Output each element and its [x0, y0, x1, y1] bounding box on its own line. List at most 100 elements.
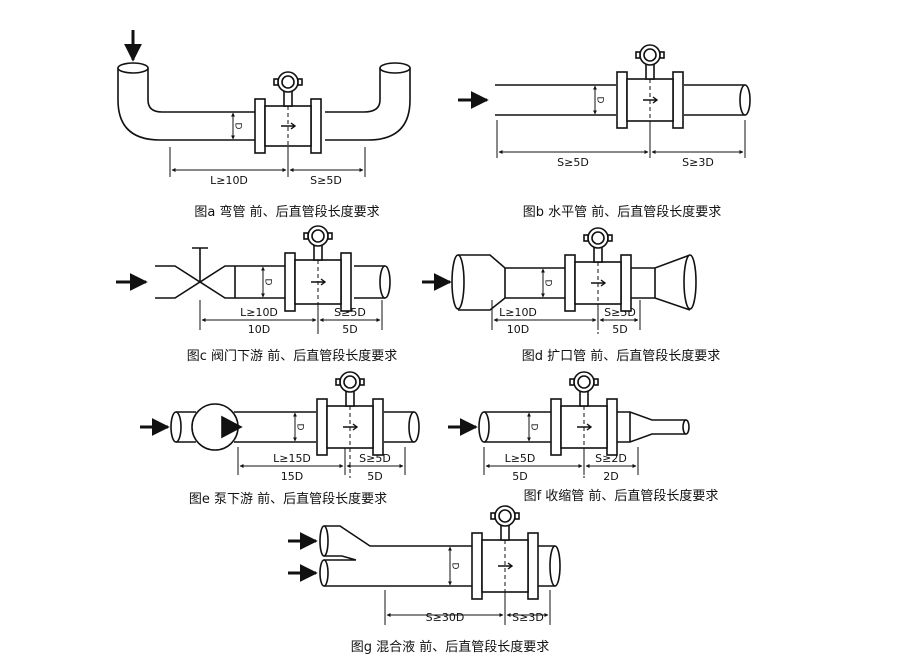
converter-gland [583, 234, 589, 242]
diagram-a [117, 30, 411, 141]
converter-gland [327, 232, 333, 240]
diagram-c [116, 247, 391, 299]
converter-display [591, 231, 605, 245]
upstream-min-label: 5D [512, 470, 527, 483]
converter-display [498, 509, 512, 523]
diagram-caption: 图e 泵下游 前、后直管段长度要求 [189, 491, 387, 507]
flow-direction-mark [281, 122, 297, 130]
elbow-pipe-right [325, 68, 411, 141]
flange [254, 98, 266, 154]
flange [316, 398, 328, 456]
flowmeter-d: D [541, 227, 632, 334]
diagram-e [140, 403, 420, 451]
downstream-min-label: 2D [603, 470, 618, 483]
upstream-length-label: L≥10D [499, 306, 537, 319]
converter-gland [490, 512, 496, 520]
straight-pipe [495, 84, 745, 116]
converter-gland [297, 78, 303, 86]
flow-direction-mark [343, 423, 359, 431]
pipe-open-end [451, 254, 465, 310]
converter-gland [607, 234, 613, 242]
pipe-open-end [739, 84, 751, 116]
flange [550, 398, 562, 456]
converter-gland [303, 232, 309, 240]
flange [620, 254, 632, 312]
downstream-min-label: 5D [342, 323, 357, 336]
downstream-length-label: S≥3D [682, 156, 714, 169]
diagram-f [448, 411, 690, 443]
straight-pipe [538, 545, 555, 587]
diagram-caption: 图b 水平管 前、后直管段长度要求 [523, 204, 722, 220]
flowmeter-f: D [527, 371, 618, 478]
pipe-open-end [683, 254, 697, 310]
upstream-min-label: 10D [248, 323, 270, 336]
flange [340, 252, 352, 312]
pipe-open-end [478, 411, 490, 443]
flange [616, 71, 628, 129]
downstream-length-label: S≥3D [512, 611, 544, 624]
diagram-d [422, 254, 697, 311]
straight-pipe [176, 411, 414, 443]
converter-display [311, 229, 325, 243]
diameter-label: D [529, 424, 539, 431]
flange [606, 398, 618, 456]
flange [672, 71, 684, 129]
pipe-open-end [549, 545, 561, 587]
upstream-length-label: S≥30D [426, 611, 465, 624]
converter-gland [514, 512, 520, 520]
flange [527, 532, 539, 600]
diagram-caption: 图a 弯管 前、后直管段长度要求 [194, 204, 379, 220]
diagram-caption: 图g 混合液 前、后直管段长度要求 [351, 639, 550, 655]
converter-gland [335, 378, 341, 386]
converter-gland [593, 378, 599, 386]
pipe-open-end [408, 411, 420, 443]
diameter-label: D [595, 97, 605, 104]
reducer-pipe [616, 411, 686, 443]
labels: L≥10D S≥5D 图a 弯管 前、后直管段长度要求 S≥5D S≥3D 图b… [187, 156, 721, 655]
flow-direction-mark [498, 562, 514, 570]
elbow-pipe-left [117, 68, 258, 141]
upstream-min-label: 10D [507, 323, 529, 336]
converter-display [343, 375, 357, 389]
pipe-open-end [379, 62, 411, 74]
converter-gland [359, 378, 365, 386]
flange [284, 252, 296, 312]
diagram-caption: 图c 阀门下游 前、后直管段长度要求 [187, 348, 397, 364]
straight-pipe [354, 265, 385, 299]
flange [310, 98, 322, 154]
diameter-label: D [295, 424, 305, 431]
diagram-caption: 图f 收缩管 前、后直管段长度要求 [524, 488, 719, 504]
pump-triangle [221, 415, 243, 439]
flowmeter-c: D [261, 225, 352, 334]
flange [471, 532, 483, 600]
diagram-b [458, 84, 751, 116]
converter-gland [273, 78, 279, 86]
upstream-min-label: 15D [281, 470, 303, 483]
pipe-open-end [319, 559, 329, 587]
diameter-label: D [543, 280, 553, 287]
converter-gland [659, 51, 665, 59]
downstream-min-label: 5D [367, 470, 382, 483]
flowmeter-e: D [293, 371, 384, 478]
converter-gland [569, 378, 575, 386]
expander-pipe [458, 254, 691, 311]
converter-display [281, 75, 295, 89]
diagram-g [288, 525, 561, 587]
downstream-length-label: S≥2D [595, 452, 627, 465]
dimension-lines [169, 120, 746, 625]
upstream-length-label: S≥5D [557, 156, 589, 169]
flow-direction-mark [643, 96, 659, 104]
mixing-pipe [324, 525, 472, 587]
flowmeter-g: D [448, 505, 539, 622]
flowmeter-a: D [231, 71, 322, 176]
upstream-length-label: L≥15D [273, 452, 311, 465]
flow-direction-mark [591, 279, 607, 287]
diameter-label: D [233, 123, 243, 130]
pipe-open-end [117, 62, 149, 74]
upstream-length-label: L≥5D [505, 452, 536, 465]
flange [564, 254, 576, 312]
pipe-open-end [682, 419, 690, 435]
flowmeters: D D D D D D D [231, 44, 684, 622]
pipe-open-end [170, 411, 182, 443]
